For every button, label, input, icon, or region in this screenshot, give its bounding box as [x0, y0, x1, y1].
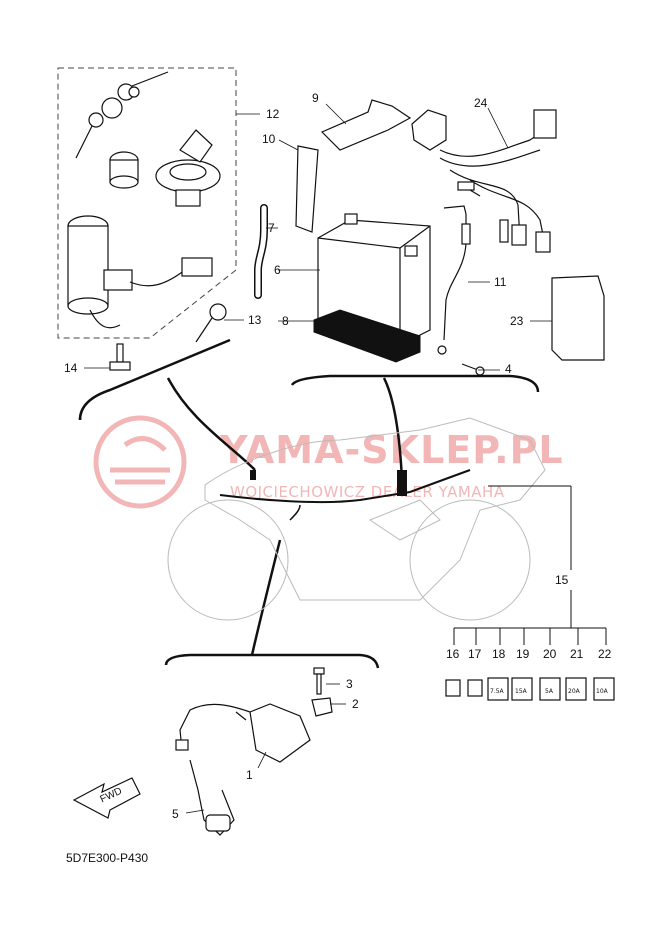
fuse-rating-22: 10A [596, 688, 608, 695]
motorcycle-outline [167, 417, 546, 621]
wire-harness [439, 109, 557, 253]
ignition-coil-icon [175, 703, 311, 763]
callout-9: 9 [312, 91, 319, 105]
cover-plate [551, 275, 605, 361]
diagram-code: 5D7E300-P430 [66, 851, 149, 865]
fuse-rating-19: 15A [515, 688, 527, 695]
callout-17: 17 [468, 647, 482, 661]
lock-cylinder-icon [109, 151, 139, 189]
screw-icon [461, 363, 485, 376]
fwd-arrow-icon [72, 777, 141, 819]
callout-1: 1 [246, 768, 253, 782]
callout-8: 8 [282, 314, 289, 328]
callout-18: 18 [492, 647, 506, 661]
callout-5: 5 [172, 807, 179, 821]
callout-22: 22 [598, 647, 612, 661]
fuel-cap-icon [155, 129, 221, 207]
callout-16: 16 [446, 647, 460, 661]
callout-12: 12 [266, 107, 280, 121]
relay-icon [445, 679, 483, 697]
fuse-rating-20: 5A [545, 688, 553, 695]
callout-24: 24 [474, 96, 488, 110]
battery-pad [313, 309, 421, 363]
bolt-icon [109, 343, 131, 371]
watermark-main: YAMA-SKLEP.PL [220, 428, 564, 472]
callout-7: 7 [268, 221, 275, 235]
callout-2: 2 [352, 697, 359, 711]
callout-14: 14 [64, 361, 78, 375]
callout-20: 20 [543, 647, 557, 661]
terminal-cover [411, 109, 447, 151]
callout-19: 19 [516, 647, 530, 661]
callout-13: 13 [248, 313, 262, 327]
callout-4: 4 [505, 362, 512, 376]
fuse-icon [487, 677, 615, 701]
callout-23: 23 [510, 314, 524, 328]
watermark-sub: WOJCIECHOWICZ DEALER YAMAHA [230, 483, 505, 501]
callout-3: 3 [346, 677, 353, 691]
spare-key-icon [195, 303, 227, 343]
battery-cable [437, 181, 481, 355]
fuse-rating-21: 20A [568, 688, 580, 695]
callout-15: 15 [555, 573, 569, 587]
callout-11: 11 [494, 275, 507, 289]
ignition-switch-icon [67, 215, 213, 329]
key-set-box [57, 67, 237, 339]
callout-6: 6 [274, 263, 281, 277]
battery-band [295, 145, 319, 233]
battery-holder [320, 99, 412, 151]
fuse-rating-18: 7.5A [490, 688, 504, 695]
callout-10: 10 [262, 132, 276, 146]
bolt-icon-small [311, 667, 333, 717]
key-icon [75, 71, 169, 159]
callout-21: 21 [570, 647, 584, 661]
watermark-logo-icon [93, 415, 187, 509]
plug-cap-icon [189, 759, 235, 836]
